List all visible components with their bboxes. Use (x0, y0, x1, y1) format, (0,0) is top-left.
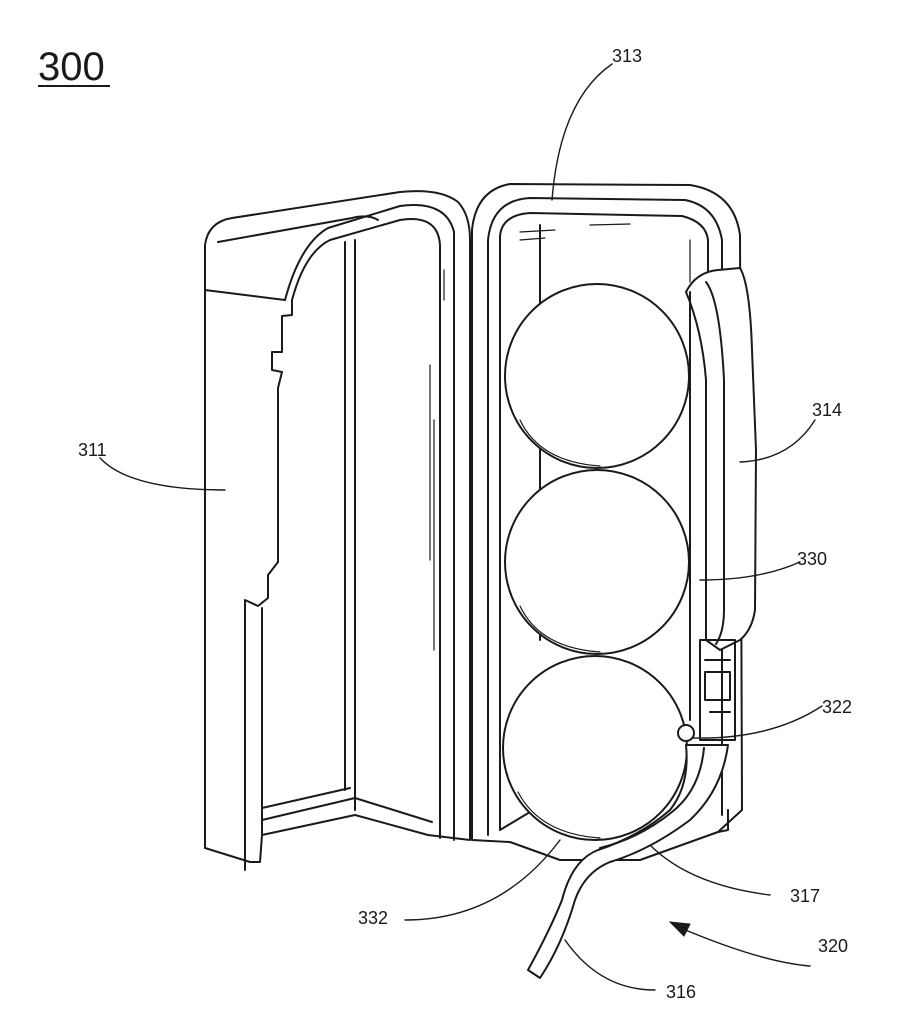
reference-numerals: 311 313 314 330 322 317 320 332 316 (78, 46, 852, 1002)
label-311: 311 (78, 440, 107, 460)
label-332: 332 (358, 908, 388, 928)
latch-assembly (677, 267, 757, 742)
label-317: 317 (790, 886, 820, 906)
label-320: 320 (818, 936, 848, 956)
label-316: 316 (666, 982, 696, 1002)
hinge-pin (677, 724, 695, 742)
canister-bottom (502, 655, 688, 841)
label-314: 314 (812, 400, 842, 420)
left-case-half (204, 190, 471, 871)
figure-number: 300 (38, 45, 105, 89)
strap (527, 744, 729, 979)
label-330: 330 (797, 549, 827, 569)
canister-middle (504, 469, 690, 655)
label-313: 313 (612, 46, 642, 66)
label-322: 322 (822, 697, 852, 717)
leader-lines (99, 63, 823, 991)
direction-arrow (668, 921, 811, 967)
canister-top (504, 283, 690, 469)
canisters (502, 283, 690, 841)
